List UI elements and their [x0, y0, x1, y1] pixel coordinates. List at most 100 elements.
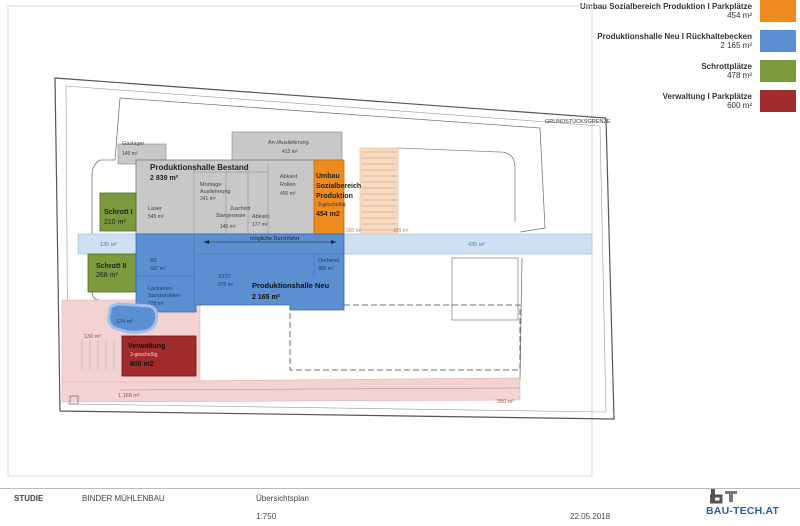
- arrow-right-head: [331, 240, 336, 244]
- a2-area: 337 m²: [150, 266, 166, 272]
- verwaltung-area: 600 m2: [130, 361, 154, 368]
- legend-swatch-red: [760, 90, 796, 112]
- boundary-label: GRUNDSTÜCKSGRENZE: [545, 118, 611, 125]
- parking-outline: [397, 147, 516, 222]
- halle-bestand-title: Produktionshalle Bestand: [150, 163, 249, 172]
- legend-item-schrott: Schrottplätze 478 m²: [536, 60, 796, 82]
- title-block: STUDIE BINDER MÜHLENBAU Übersichtsplan 1…: [0, 478, 800, 526]
- halle-neu: [135, 233, 345, 313]
- umbau-geschoss: 3-geschoßig: [318, 202, 346, 208]
- property-boundary-inner: [65, 85, 607, 413]
- schrott-1: [99, 192, 137, 232]
- legend-item-umbau: Umbau Sozialbereich Produktion I Parkplä…: [536, 0, 796, 22]
- legend-title: Produktionshalle Neu I Rückhaltebecken: [597, 32, 752, 41]
- parking-bottom-area: 1 168 m²: [118, 393, 140, 399]
- anlieferung: [231, 131, 343, 163]
- legend-item-verwaltung: Verwaltung I Parkplätze 600 m²: [536, 90, 796, 112]
- halle-bestand-divisions: [193, 164, 269, 234]
- umbau-label-2: Sozialbereich: [316, 183, 361, 190]
- site-plan: GRUNDSTÜCKSGRENZE 135 m² 430 m² 180 m² 1…: [7, 5, 615, 477]
- pond: [107, 302, 159, 334]
- umbau-label-3: Produktion: [316, 193, 353, 200]
- legend-swatch-blue: [760, 30, 796, 52]
- schrott-1-label: Schrott I: [104, 209, 132, 216]
- st37-label: ST37: [218, 274, 231, 280]
- parking-stripes-right: [362, 151, 396, 231]
- abkant-rollen-label: Abkant: [280, 174, 298, 180]
- gaslager-label: Gaslager: [122, 141, 144, 147]
- legend-area: 600 m²: [727, 101, 752, 110]
- mid-area-300: 300 m²: [346, 228, 362, 234]
- arrow-left-head: [204, 240, 209, 244]
- montage-label-2: Auslieferung: [200, 189, 231, 195]
- property-boundary: [54, 77, 615, 420]
- legend-swatch-orange: [760, 0, 796, 22]
- lackieren-area: 228 m²: [148, 301, 164, 307]
- abkant-rollen-label-2: Rollen: [280, 182, 296, 188]
- gaslager-area: 145 m²: [122, 151, 138, 157]
- schrott-2: [87, 253, 137, 293]
- schrott-1-area: 210 m²: [104, 219, 126, 226]
- logo-mark-icon: [710, 489, 737, 504]
- umbau-sozialbereich: [313, 159, 345, 235]
- verwaltung-label: Verwaltung: [128, 343, 165, 350]
- peach-right-area: 180 m²: [393, 228, 409, 234]
- abkant-label: Abkant: [252, 214, 270, 220]
- legend-title: Verwaltung I Parkplätze: [662, 92, 752, 101]
- legend-area: 2 165 m²: [720, 41, 752, 50]
- anlieferung-area: 413 m²: [282, 149, 298, 155]
- future-hall-outline: [289, 304, 521, 371]
- legend-area: 454 m²: [727, 11, 752, 20]
- halle-bestand-area: 2 839 m²: [150, 175, 179, 182]
- legend-item-halle-neu: Produktionshalle Neu I Rückhaltebecken 2…: [536, 30, 796, 52]
- halle-neu-divisions: [136, 234, 344, 305]
- montage-label: Montage: [200, 182, 221, 188]
- a2-label: A2: [150, 258, 157, 264]
- pond-area: 124 m²: [116, 319, 133, 325]
- umbau-area: 454 m2: [316, 211, 340, 218]
- halle-neu-area: 2 165 m²: [252, 294, 281, 301]
- footer-rule: [0, 488, 800, 489]
- abkant-rollen-area: 450 m²: [280, 191, 296, 197]
- footer-plan-title: Übersichtsplan: [256, 494, 309, 503]
- parking-pink-bottom: [61, 377, 521, 403]
- parking-stripes-left: [81, 340, 115, 370]
- road-left-area: 135 m²: [100, 242, 117, 248]
- verwaltung-geschoss: 3-geschoßig: [130, 352, 158, 358]
- st37-area: 975 m²: [218, 282, 234, 288]
- logo-text: BAU-TECH.AT: [706, 505, 780, 517]
- bottom-right-area: 350 m²: [497, 399, 514, 405]
- halle-neu-title: Produktionshalle Neu: [252, 281, 330, 290]
- legend-area: 478 m²: [727, 71, 752, 80]
- schrott-2-area: 268 m²: [96, 272, 118, 279]
- abkant-area: 177 m²: [252, 222, 268, 228]
- lot-outline: [451, 257, 519, 321]
- schrott-2-label: Schrott II: [96, 263, 126, 270]
- bau-tech-logo: BAU-TECH.AT: [706, 488, 794, 524]
- marker-box: [69, 395, 79, 405]
- dreherei-label: Dreherei: [318, 258, 339, 264]
- legend-title: Umbau Sozialbereich Produktion I Parkplä…: [579, 2, 752, 11]
- road-outline-top: [91, 97, 546, 301]
- parking-stripes-bottom: [119, 387, 521, 391]
- zuschnitt-label-2: Stangenware: [216, 213, 246, 219]
- legend-swatch-green: [760, 60, 796, 82]
- anlieferung-label: An-/Auslieferung: [268, 140, 309, 146]
- footer-date: 22.05.2018: [570, 512, 611, 521]
- durchfahrt-label: mögliche Durchfahrt: [250, 236, 300, 242]
- lackieren-label: Lackieren: [148, 286, 172, 292]
- montage-area: 341 m²: [200, 196, 216, 202]
- zuschnitt-area: 146 m²: [220, 224, 236, 230]
- verwaltung: [121, 335, 197, 377]
- footer-studie: STUDIE: [14, 494, 44, 503]
- footer-project: BINDER MÜHLENBAU: [82, 494, 165, 503]
- lackieren-label-2: Sandstrahlen: [148, 293, 180, 299]
- road-right-area: 430 m²: [468, 242, 485, 248]
- footer-scale: 1:750: [256, 512, 277, 521]
- parking-peach-right: [359, 147, 399, 235]
- laser-area: 545 m²: [148, 214, 164, 220]
- legend-title: Schrottplätze: [701, 62, 752, 71]
- laser-label: Laser: [148, 206, 162, 212]
- dreherei-area: 300 m²: [318, 266, 334, 272]
- left-area-130: 130 m²: [84, 334, 101, 340]
